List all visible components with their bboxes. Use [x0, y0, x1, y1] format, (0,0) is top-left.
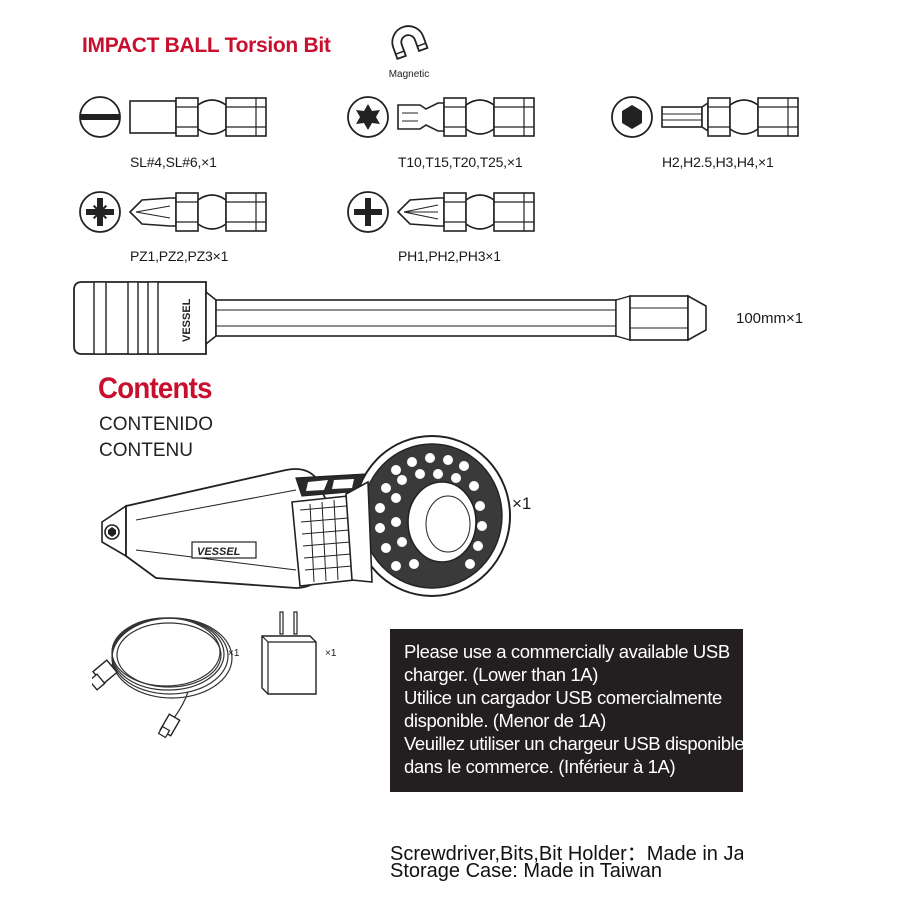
- contents-title-fr: CONTENU: [99, 440, 193, 461]
- adapter-qty: ×1: [325, 648, 337, 659]
- bit-label-phillips: PH1,PH2,PH3×1: [398, 248, 501, 264]
- hex-icon: [611, 96, 653, 138]
- bit-pozidriv: [79, 191, 267, 233]
- magnet-icon: [391, 25, 429, 61]
- phillips-icon: [347, 191, 389, 233]
- bit-label-slotted: SL#4,SL#6,×1: [130, 154, 217, 170]
- pozidriv-icon: [79, 191, 121, 233]
- torx-icon: [347, 96, 389, 138]
- cable-qty: ×1: [228, 648, 240, 659]
- slotted-icon: [79, 96, 121, 138]
- magnetic-badge: Magnetic: [378, 24, 440, 80]
- bit-holder-illustration: VESSEL: [73, 281, 707, 355]
- notice-line-6: dans le commerce. (Inférieur à 1A): [404, 756, 676, 777]
- bit-set-illustration: [79, 96, 799, 233]
- electric-screwdriver-illustration: VESSEL: [101, 435, 511, 597]
- bit-phillips: [347, 191, 535, 233]
- notice-line-3: Utilice un cargador USB comercialmente: [404, 687, 722, 708]
- usb-adapter-illustration: [261, 611, 317, 695]
- charger-notice: Please use a commercially available USB …: [390, 629, 743, 792]
- bit-label-pozidriv: PZ1,PZ2,PZ3×1: [130, 248, 229, 264]
- bit-holder-label: 100mm×1: [736, 310, 804, 327]
- contents-title: Contents: [98, 372, 212, 405]
- notice-line-1: Please use a commercially available USB: [404, 641, 730, 662]
- bit-label-torx: T10,T15,T20,T25,×1: [398, 154, 523, 170]
- contents-title-es: CONTENIDO: [99, 414, 213, 435]
- bit-holder-brand: VESSEL: [181, 298, 193, 342]
- screwdriver-brand: VESSEL: [197, 546, 241, 558]
- bit-hex: [611, 96, 799, 138]
- micro-usb-plug: [157, 713, 181, 739]
- notice-line-4: disponible. (Menor de 1A): [404, 710, 606, 731]
- notice-line-5: Veuillez utiliser un chargeur USB dispon…: [404, 733, 743, 754]
- bit-label-hex: H2,H2.5,H3,H4,×1: [662, 154, 774, 170]
- bit-torx: [347, 96, 535, 138]
- origin-line-2: Storage Case: Made in Taiwan: [390, 860, 663, 882]
- bit-slotted: [79, 96, 267, 138]
- screwdriver-qty: ×1: [512, 494, 532, 513]
- usb-cable-illustration: [92, 617, 233, 739]
- usb-a-plug: [92, 659, 119, 691]
- notice-line-2: charger. (Lower than 1A): [404, 664, 599, 685]
- origin-line-1: Screwdriver,Bits,Bit Holder：Made in Japa…: [390, 843, 743, 865]
- page-title: IMPACT BALL Torsion Bit: [82, 34, 331, 57]
- magnetic-label: Magnetic: [388, 69, 430, 80]
